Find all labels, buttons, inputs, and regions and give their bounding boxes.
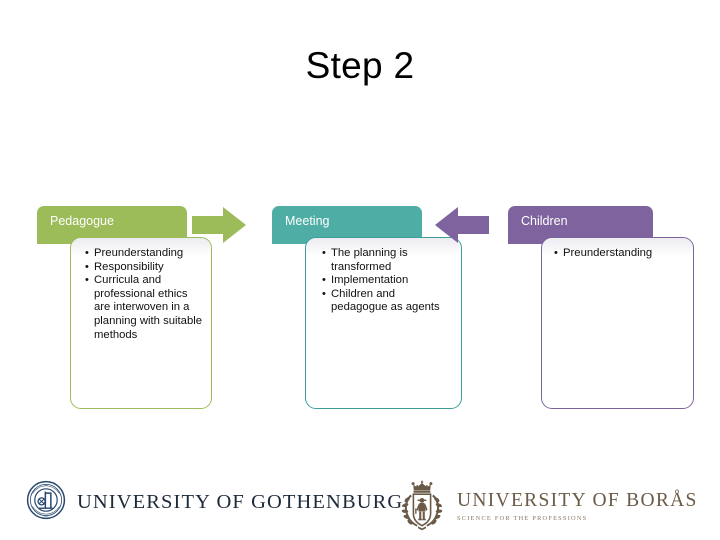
bullet-list-children: Preunderstanding (542, 238, 693, 261)
list-item: Curricula and professional ethics are in… (85, 274, 205, 342)
right-arrow-icon (190, 206, 248, 244)
list-item: Preunderstanding (554, 247, 688, 261)
boras-crest-icon (396, 477, 448, 536)
list-item: The planning is transformed (322, 247, 453, 274)
group-body-pedagogue: Preunderstanding Responsibility Curricul… (70, 237, 212, 409)
boras-logo-tagline: SCIENCE FOR THE PROFESSIONS (457, 514, 588, 522)
boras-logo-text: UNIVERSITY OF BORÅS (457, 490, 698, 512)
university-of-gothenburg-logo: 1891 1891 UNIVERSITY OF GOTHENBURG (26, 480, 403, 525)
boras-logo-text-block: UNIVERSITY OF BORÅS SCIENCE FOR THE PROF… (457, 490, 698, 522)
group-body-meeting: The planning is transformed Implementati… (305, 237, 462, 409)
bullet-list-meeting: The planning is transformed Implementati… (306, 238, 461, 315)
list-item: Preunderstanding (85, 247, 205, 261)
footer-logos: 1891 1891 UNIVERSITY OF GOTHENBURG (0, 474, 720, 540)
list-item: Implementation (322, 274, 453, 288)
gothenburg-logo-text: UNIVERSITY OF GOTHENBURG (77, 491, 404, 513)
gothenburg-seal-icon: 1891 1891 (26, 480, 66, 525)
university-of-boras-logo: UNIVERSITY OF BORÅS SCIENCE FOR THE PROF… (396, 477, 698, 536)
page-title: Step 2 (305, 45, 415, 86)
svg-text:1891: 1891 (44, 515, 50, 518)
list-item: Children and pedagogue as agents (322, 288, 453, 315)
left-arrow-icon (433, 206, 491, 244)
bullet-list-pedagogue: Preunderstanding Responsibility Curricul… (71, 238, 211, 342)
group-body-children: Preunderstanding (541, 237, 694, 409)
list-item: Responsibility (85, 261, 205, 275)
